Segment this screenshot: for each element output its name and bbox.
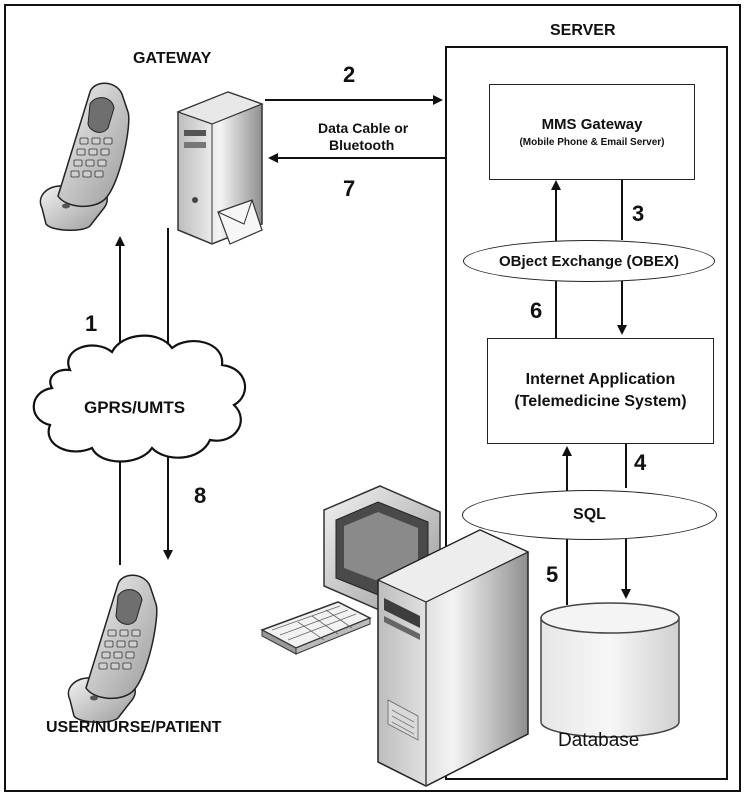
- database-server-tower-icon: [376, 529, 530, 787]
- database-label: Database: [558, 730, 640, 751]
- step-number-6: 6: [530, 298, 543, 323]
- step-number-8: 8: [194, 483, 207, 508]
- phone-icon-top: [39, 82, 130, 231]
- step-number-1: 1: [85, 311, 98, 336]
- user-label: USER/NURSE/PATIENT: [46, 719, 222, 736]
- step-number-2: 2: [343, 62, 356, 87]
- gateway-label: GATEWAY: [133, 50, 212, 67]
- obex-ellipse: OBject Exchange (OBEX): [463, 240, 715, 282]
- cloud-shape: [32, 334, 247, 463]
- database-cylinder-icon: [540, 602, 680, 738]
- internet-application-title: Internet Application: [525, 371, 676, 388]
- server-container: [445, 46, 728, 780]
- step-number-4: 4: [634, 450, 647, 475]
- link-label-line2: Bluetooth: [329, 137, 395, 153]
- diagram-frame: [4, 4, 741, 792]
- server-label: SERVER: [550, 22, 616, 39]
- phone-icon-bottom: [67, 574, 158, 723]
- keyboard-icon: [260, 601, 372, 655]
- mms-gateway-title: MMS Gateway: [541, 116, 643, 133]
- step-number-5: 5: [546, 562, 559, 587]
- link-label-line1: Data Cable or: [318, 120, 409, 136]
- internet-application-box: Internet Application (Telemedicine Syste…: [487, 338, 714, 444]
- mms-gateway-subtitle: (Mobile Phone & Email Server): [519, 137, 665, 148]
- internet-application-subtitle: (Telemedicine System): [514, 393, 687, 410]
- step-number-3: 3: [632, 201, 645, 226]
- mms-gateway-box: MMS Gateway (Mobile Phone & Email Server…: [489, 84, 695, 180]
- sql-ellipse: SQL: [462, 490, 717, 540]
- gateway-server-icon: [176, 91, 264, 245]
- cloud-label: GPRS/UMTS: [84, 398, 186, 417]
- step-number-7: 7: [343, 176, 356, 201]
